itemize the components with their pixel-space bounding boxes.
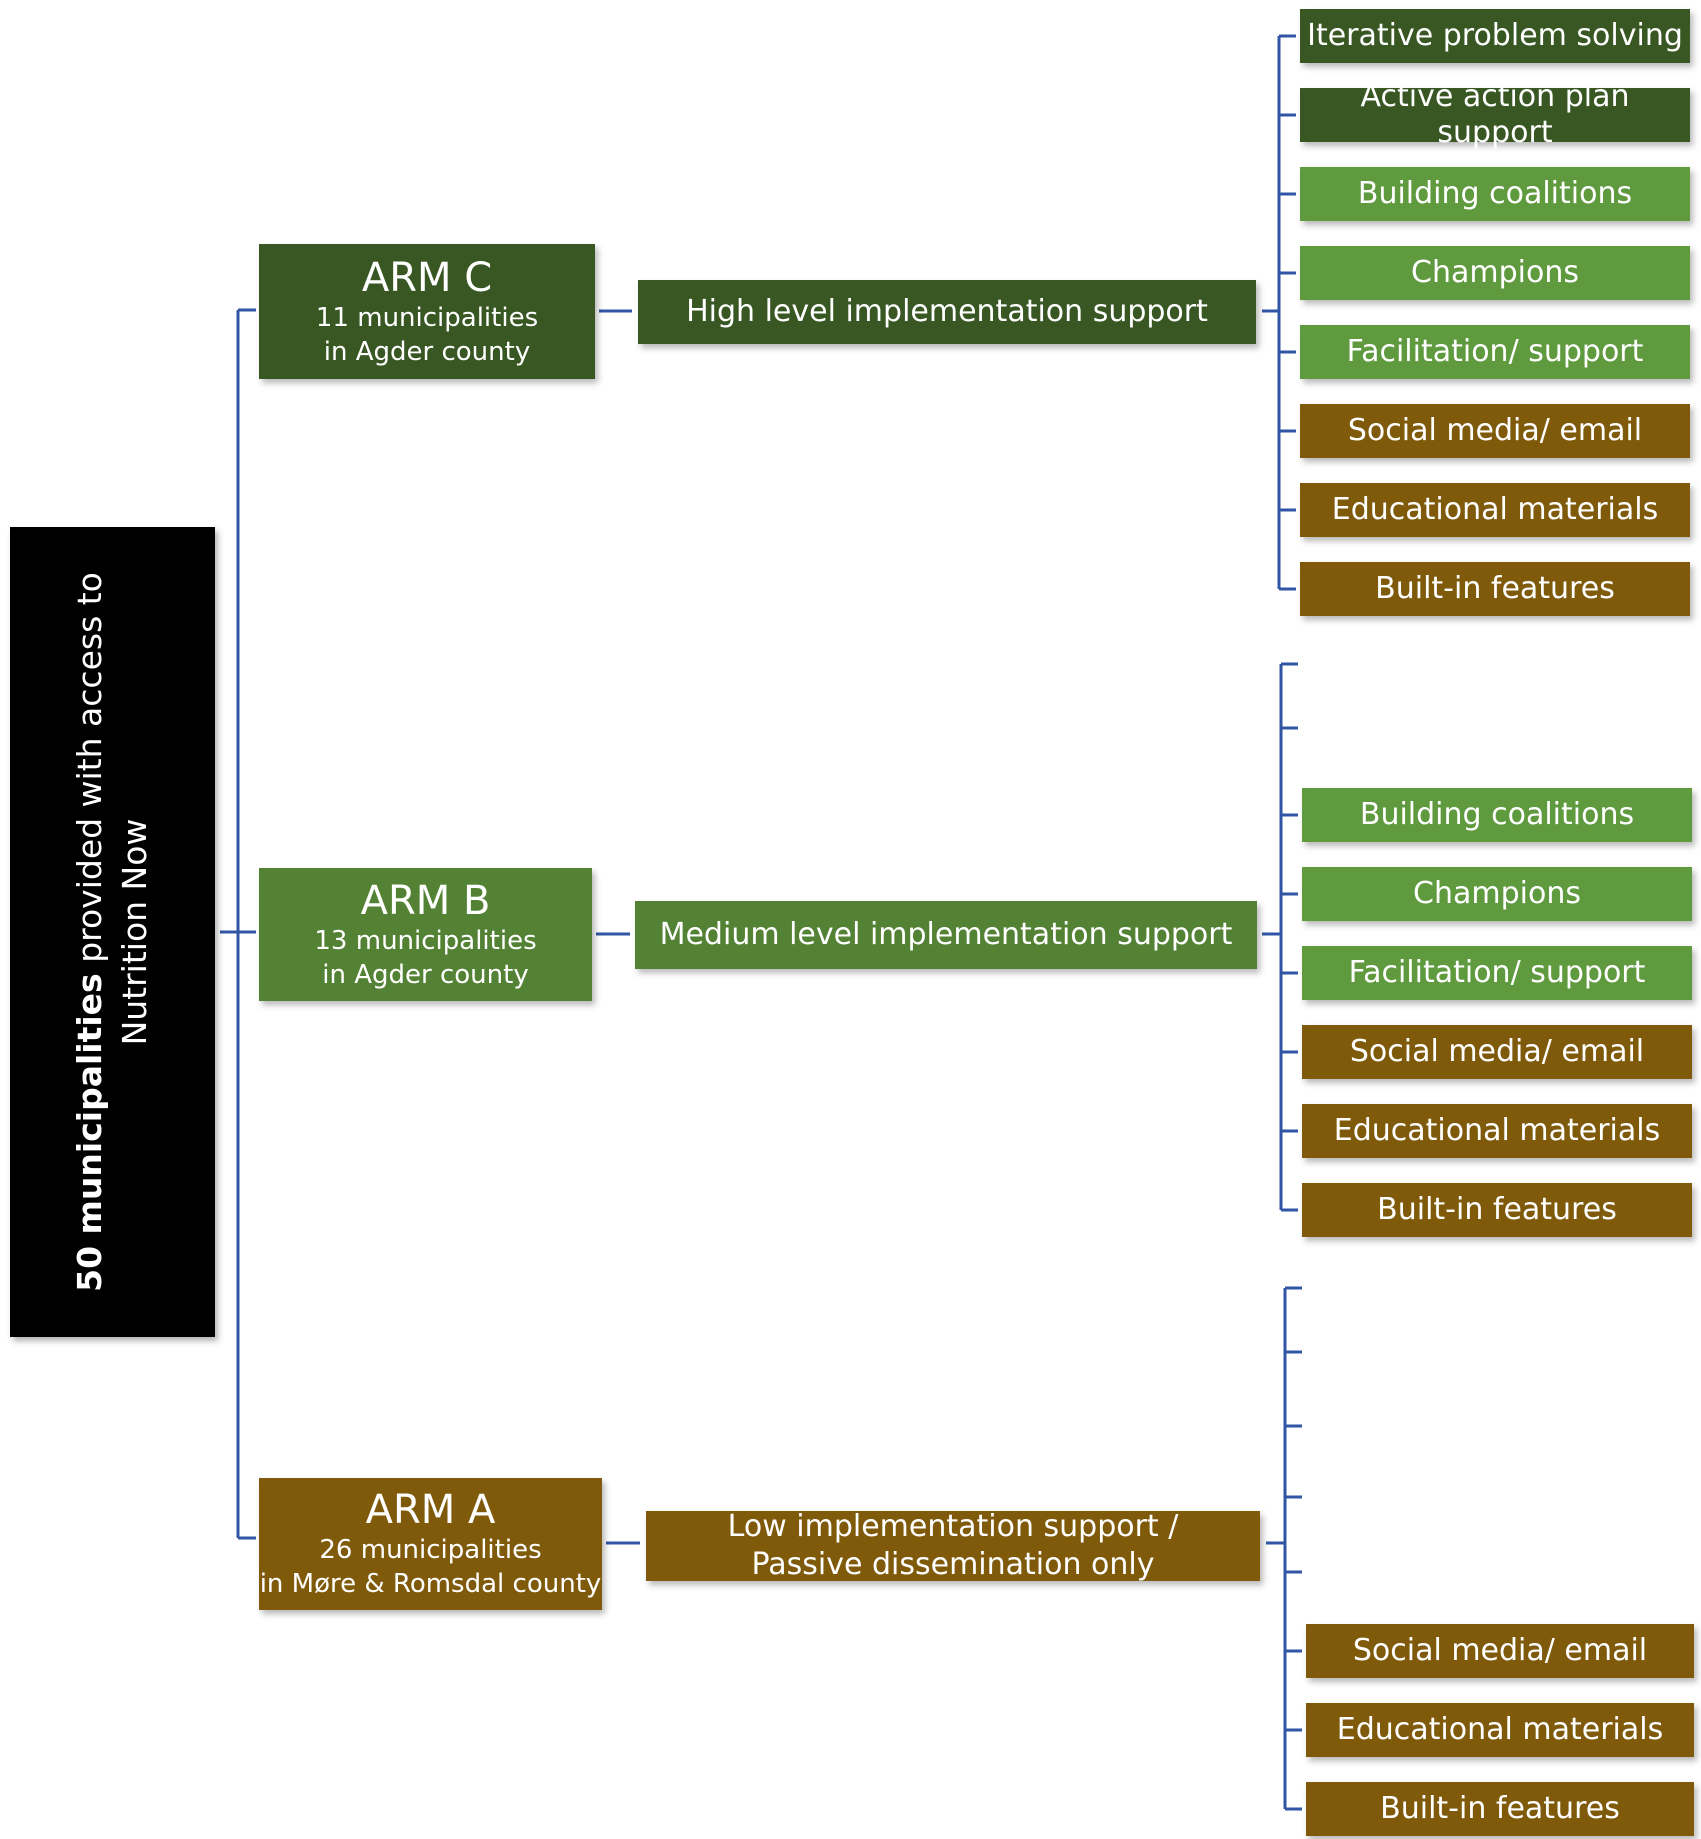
arm-a-support-line2: Passive dissemination only: [751, 1547, 1155, 1582]
strategy-label: Building coalitions: [1359, 797, 1635, 832]
arm-a-title: ARM A: [365, 1487, 496, 1533]
strategy-label: Champions: [1413, 876, 1581, 911]
arm-b-strategy-social-media-email: Social media/ email: [1302, 1025, 1692, 1079]
arm-a-support-line1: Low implementation support /: [727, 1509, 1179, 1544]
arm-a-support-box: Low implementation support / Passive dis…: [646, 1509, 1260, 1582]
strategy-label: Built-in features: [1375, 571, 1615, 606]
arm-c-strategy-building-coalitions: Building coalitions: [1300, 167, 1690, 221]
arm-c-strategy-facilitation-support: Facilitation/ support: [1300, 325, 1690, 379]
strategy-label: Iterative problem solving: [1307, 18, 1683, 53]
strategy-label: Active action plan support: [1360, 79, 1630, 150]
arm-b-box: ARM B 13 municipalities in Agder county: [259, 868, 592, 1001]
strategy-label: Built-in features: [1377, 1192, 1617, 1227]
arm-c-support-box: High level implementation support: [638, 280, 1256, 344]
arm-a-strategy-social-media-email: Social media/ email: [1306, 1624, 1694, 1678]
arm-b-strategy-educational-materials: Educational materials: [1302, 1104, 1692, 1158]
arm-b-support-label: Medium level implementation support: [659, 917, 1233, 952]
root-label: 50 municipalities provided with access t…: [67, 542, 157, 1322]
strategy-label: Social media/ email: [1349, 1034, 1645, 1069]
arm-b-county: in Agder county: [322, 959, 529, 990]
strategy-label: Educational materials: [1331, 492, 1659, 527]
arm-a-county: in Møre & Romsdal county: [259, 1569, 602, 1599]
arm-a-strategy-built-in-features: Built-in features: [1306, 1782, 1694, 1836]
arm-b-support-box: Medium level implementation support: [635, 901, 1257, 969]
arm-a-strategy-educational-materials: Educational materials: [1306, 1703, 1694, 1757]
arm-a-box: ARM A 26 municipalities in Møre & Romsda…: [259, 1478, 602, 1610]
arm-c-count: 11 municipalities: [315, 302, 539, 333]
strategy-label: Facilitation/ support: [1346, 334, 1644, 369]
arm-b-strategy-champions: Champions: [1302, 867, 1692, 921]
arm-c-support-label: High level implementation support: [686, 294, 1208, 329]
root-box: 50 municipalities provided with access t…: [10, 527, 215, 1337]
arm-b-strategy-facilitation-support: Facilitation/ support: [1302, 946, 1692, 1000]
arm-c-title: ARM C: [361, 254, 493, 301]
root-label-bold: 50 municipalities: [70, 973, 109, 1292]
arm-c-strategy-built-in-features: Built-in features: [1300, 562, 1690, 616]
arm-c-strategy-social-media-email: Social media/ email: [1300, 404, 1690, 458]
strategy-label: Educational materials: [1336, 1712, 1664, 1747]
arm-c-box: ARM C 11 municipalities in Agder county: [259, 244, 595, 379]
arm-b-title: ARM B: [360, 877, 491, 924]
arm-c-strategy-champions: Champions: [1300, 246, 1690, 300]
strategy-label: Social media/ email: [1352, 1633, 1648, 1668]
arm-c-strategy-educational-materials: Educational materials: [1300, 483, 1690, 537]
strategy-label: Champions: [1411, 255, 1579, 290]
strategy-label: Social media/ email: [1347, 413, 1643, 448]
arm-c-strategy-active-action-plan-support: Active action plan support: [1300, 79, 1690, 150]
arm-b-count: 13 municipalities: [314, 925, 537, 956]
arm-c-county: in Agder county: [323, 336, 531, 367]
strategy-label: Facilitation/ support: [1348, 955, 1646, 990]
strategy-label: Building coalitions: [1357, 176, 1633, 211]
strategy-label: Built-in features: [1380, 1791, 1620, 1826]
arm-a-count: 26 municipalities: [319, 1535, 542, 1565]
arm-c-strategy-iterative-problem-solving: Iterative problem solving: [1300, 9, 1690, 63]
arm-b-strategy-built-in-features: Built-in features: [1302, 1183, 1692, 1237]
strategy-label: Educational materials: [1333, 1113, 1661, 1148]
arm-b-strategy-building-coalitions: Building coalitions: [1302, 788, 1692, 842]
